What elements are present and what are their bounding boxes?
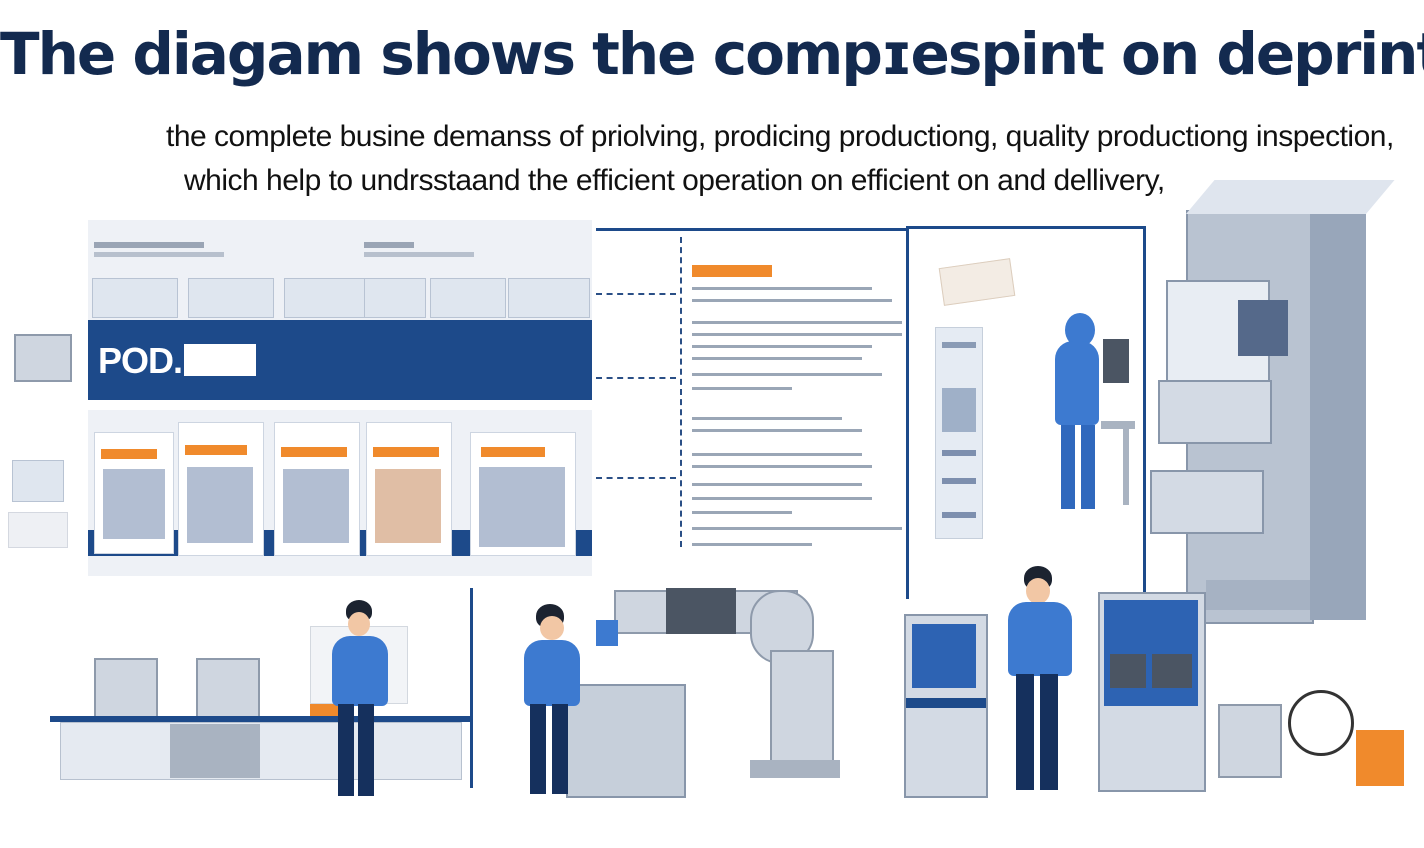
inspection-operator: [1055, 341, 1099, 425]
worker-3: [1008, 602, 1072, 676]
diagram-title: The diagam shows the compɪespint on depr…: [0, 20, 1424, 88]
vending-production-machine: [1150, 170, 1395, 624]
workbench: [566, 684, 686, 798]
product-thumbnail: [92, 278, 178, 318]
location-pin-icon: [666, 588, 736, 634]
pod-input-box: [184, 344, 256, 376]
product-thumbnail: [508, 278, 590, 318]
worker-2: [524, 640, 580, 706]
product-card: [274, 422, 360, 556]
paper-stack-icon: [938, 258, 1016, 306]
product-thumbnail: [430, 278, 506, 318]
worker-1: [332, 636, 388, 706]
worker-2-head: [540, 616, 564, 640]
pod-banner: POD.: [88, 320, 592, 400]
assembly-line: [50, 620, 470, 800]
product-thumbnail: [188, 278, 274, 318]
product-card: [94, 432, 174, 554]
inspection-terminal: [1103, 339, 1129, 383]
worker-3-head: [1026, 578, 1050, 604]
subtitle-line-2: which help to undrsstaand the efficient …: [184, 164, 1165, 197]
worker-1-head: [348, 612, 370, 636]
wire-spool-icon: [1288, 690, 1354, 756]
product-card: [366, 422, 452, 556]
product-thumbnail: [364, 278, 426, 318]
product-card: [178, 422, 264, 556]
output-tray: [1218, 704, 1282, 778]
inspection-frame: [906, 226, 1146, 599]
layout-icon: [12, 460, 64, 502]
waste-bin: [1356, 730, 1404, 786]
note-icon: [8, 512, 68, 548]
instruction-sheet: [935, 327, 983, 539]
packaging-unit: [1098, 592, 1206, 792]
product-card: [470, 432, 576, 556]
process-notes: [596, 228, 906, 561]
robot-arm: [596, 580, 840, 800]
printing-kiosk: [904, 614, 988, 798]
pod-label: POD.: [98, 340, 183, 381]
order-panel: POD.: [88, 220, 592, 400]
product-thumbnail: [284, 278, 370, 318]
subtitle-line-1: the complete busine demanss of priolving…: [166, 120, 1394, 153]
printer-icon: [14, 334, 72, 382]
product-gallery: [88, 410, 592, 576]
